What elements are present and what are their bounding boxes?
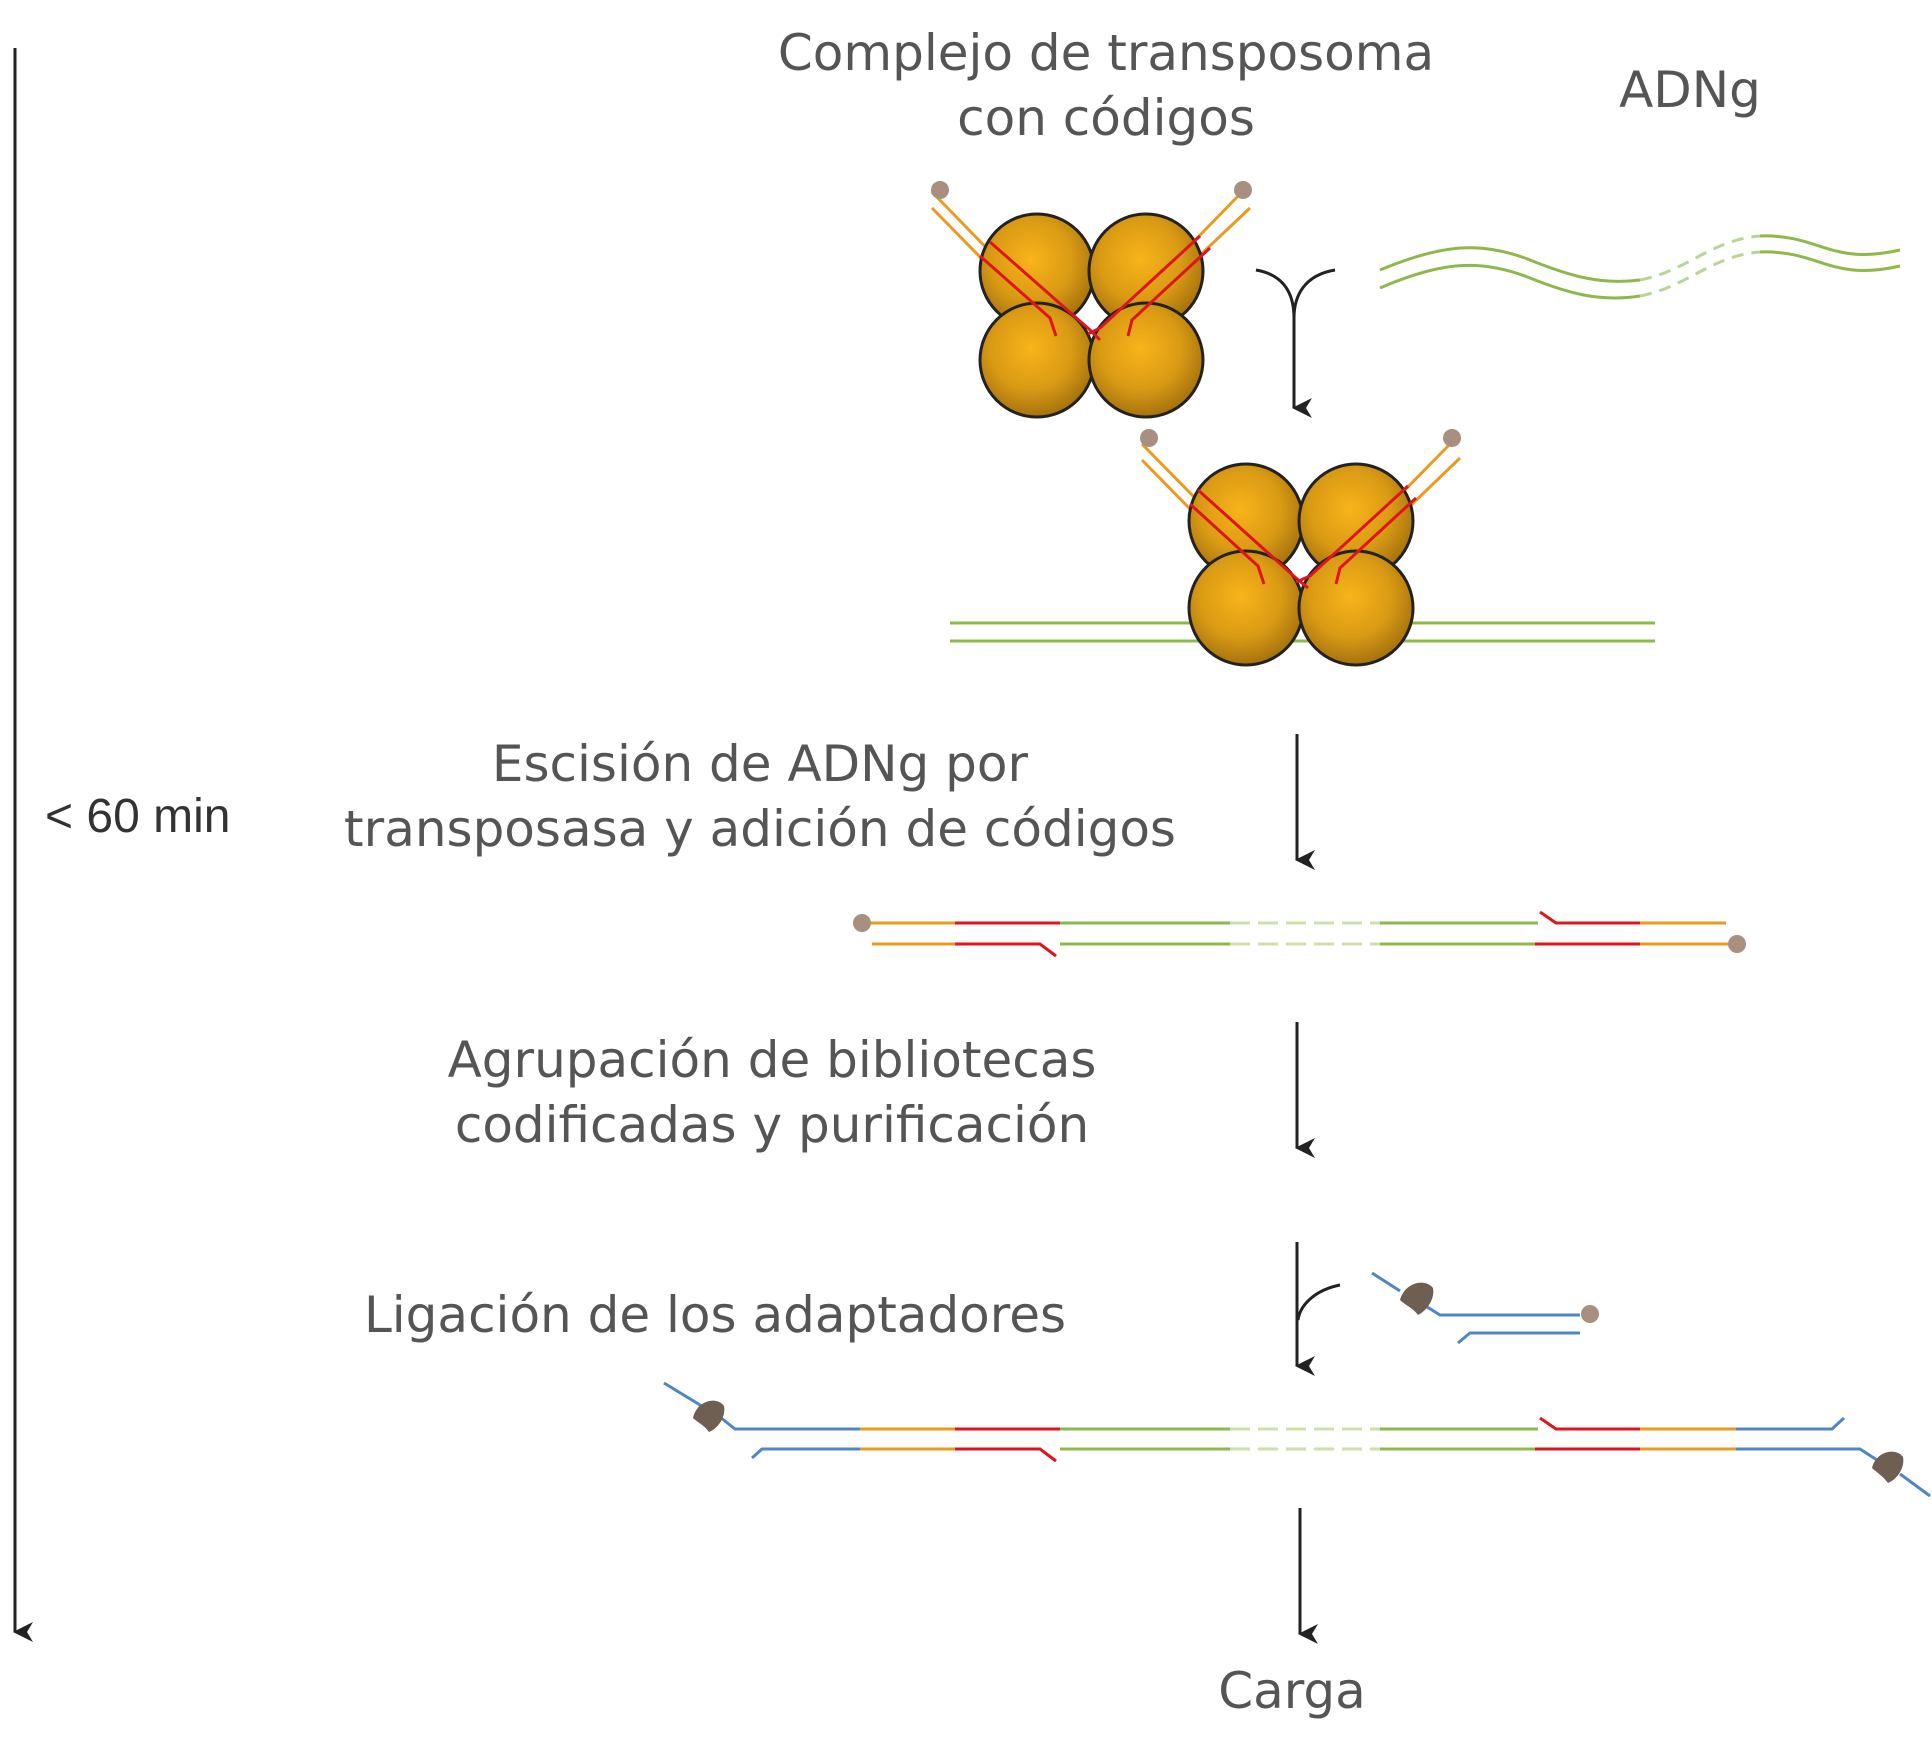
step3-arrow — [1295, 1242, 1341, 1376]
end-dot — [853, 914, 871, 932]
ligated-library — [663, 1381, 1931, 1498]
end-dot — [1443, 429, 1461, 447]
transposome-complex-1 — [930, 181, 1252, 419]
timeline: < 60 min — [13, 48, 230, 1642]
final-label: Carga — [1218, 1662, 1366, 1720]
complex-title-line2: con códigos — [957, 89, 1255, 147]
transposase-subunit — [1087, 301, 1205, 419]
end-dot — [1581, 1305, 1599, 1323]
end-dot — [931, 181, 949, 199]
step1-label-line2: transposasa y adición de códigos — [344, 800, 1176, 858]
adapter-cap — [693, 1400, 725, 1432]
gdna-strand — [1379, 234, 1901, 300]
step1-label-line1: Escisión de ADNg por — [492, 735, 1029, 793]
tagmented-fragment — [853, 910, 1746, 958]
end-dot — [1728, 935, 1746, 953]
adapter-free — [1371, 1271, 1599, 1345]
merge-arrow — [1255, 268, 1336, 418]
transposase-subunit — [1297, 549, 1415, 667]
step2-label-line2: codificadas y purificación — [455, 1096, 1089, 1154]
transposome-complex-2 — [830, 429, 1780, 667]
step3-label: Ligación de los adaptadores — [364, 1286, 1066, 1344]
step2-label-line1: Agrupación de bibliotecas — [448, 1031, 1097, 1089]
adapter-cap — [1400, 1282, 1434, 1315]
end-dot — [1140, 429, 1158, 447]
time-label: < 60 min — [45, 790, 230, 843]
gdna-label: ADNg — [1619, 61, 1761, 119]
end-dot — [1234, 181, 1252, 199]
adapter-cap — [1872, 1451, 1904, 1483]
complex-title-line1: Complejo de transposoma — [778, 24, 1434, 82]
